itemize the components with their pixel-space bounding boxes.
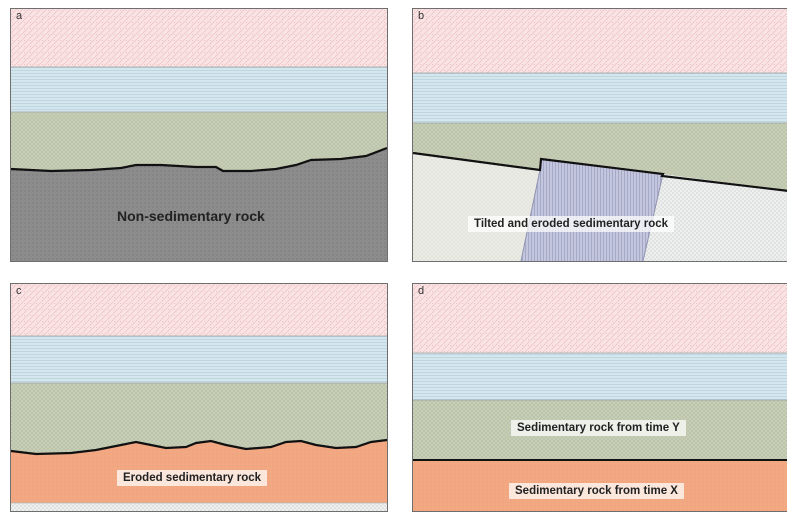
panel-c-caption: Eroded sedimentary rock (117, 470, 268, 486)
tilted-rock-middle (521, 159, 663, 261)
tilted-rock-right (643, 174, 787, 261)
panel-letter: a (16, 10, 23, 22)
panel-b: b Tilted and eroded sedimentary rock (412, 8, 787, 262)
bedding-contact (520, 169, 541, 261)
panel-letter: b (418, 10, 425, 22)
panel-c-drawing (11, 284, 387, 511)
pink-layer (11, 284, 387, 336)
blue-layer (11, 67, 387, 112)
panel-c: c Eroded sedimentary rock (10, 283, 388, 512)
panel-letter: d (418, 285, 425, 297)
blue-layer (11, 336, 387, 383)
lower-rock-layer (11, 503, 387, 511)
panel-a: a Non-sedimentary rock (10, 8, 388, 262)
unconformity-line (11, 438, 387, 456)
panel-d-caption-upper: Sedimentary rock from time Y (511, 420, 686, 436)
panel-letter: c (16, 285, 22, 297)
blue-layer (413, 353, 787, 400)
panel-b-drawing (413, 9, 787, 261)
panel-a-caption: Non-sedimentary rock (117, 208, 265, 224)
pink-layer (413, 9, 787, 73)
pink-layer (11, 9, 387, 67)
non-sedimentary-rock (11, 148, 387, 261)
panel-d-drawing (413, 284, 787, 511)
panel-b-caption: Tilted and eroded sedimentary rock (468, 216, 675, 232)
panel-a-drawing (11, 9, 387, 261)
unconformity-line (11, 146, 387, 173)
panel-d-caption-lower: Sedimentary rock from time X (509, 483, 684, 499)
pink-layer (413, 284, 787, 353)
panel-d: d Sedimentary rock from time Y Sedimenta… (412, 283, 787, 512)
blue-layer (413, 73, 787, 123)
unconformity-line (413, 151, 787, 192)
